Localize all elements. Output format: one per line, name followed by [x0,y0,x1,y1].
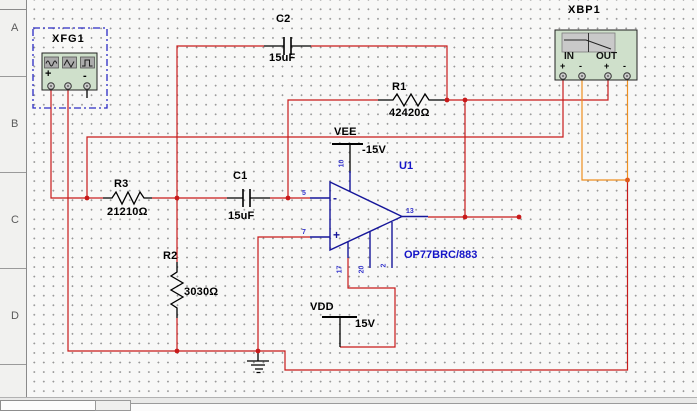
opamp-triangle[interactable] [329,180,404,252]
c1-ref[interactable]: C1 [233,170,248,182]
resistor-r1-symbol[interactable] [378,92,445,108]
vee-label[interactable]: VEE [334,126,357,138]
horizontal-scrollbar-thumb[interactable] [0,400,96,411]
opamp-minus-sign: - [333,191,337,205]
ground-symbol[interactable] [247,351,269,374]
xbp1-terminals[interactable] [559,72,631,80]
resistor-r2-symbol[interactable] [169,262,185,318]
ruler-tick [0,76,26,77]
wire-ground-rail[interactable] [67,89,629,371]
xfg1-sine-button[interactable] [44,56,59,69]
scrollbar-button[interactable] [95,400,131,411]
u1-pin-10: 10 [338,159,346,168]
capacitor-c2-symbol[interactable] [264,37,311,55]
u1-ref[interactable]: U1 [399,160,414,172]
opamp-plus-sign: + [333,228,341,242]
xfg1-label[interactable]: XFG1 [52,33,85,45]
xfg1-triangle-button[interactable] [62,56,77,69]
opamp-u1-symbol[interactable] [310,171,428,268]
u1-pin-7: 7 [302,229,306,236]
xbp1-out-plus-sign: + [604,61,610,71]
c2-ref[interactable]: C2 [276,13,291,25]
vee-value[interactable]: -15V [362,144,387,156]
xfg1-terminals[interactable] [47,82,91,90]
xbp1-in-minus-sign: - [579,61,582,71]
sheet-border-corner [0,9,27,10]
wire-junctions [84,97,630,354]
wire-output-net[interactable] [428,100,519,218]
wire-noninv-input[interactable] [257,236,310,351]
u1-pin-20: 20 [358,265,366,274]
wire-input-net[interactable] [50,80,564,199]
xbp1-label[interactable]: XBP1 [568,4,601,16]
c1-value[interactable]: 15uF [228,210,255,222]
r2-value[interactable]: 3030Ω [184,286,219,298]
xbp1-bode-curve [564,39,612,50]
sine-wave-icon [45,60,58,67]
xfg1-plus-sign: + [45,68,52,80]
capacitor-c1-symbol[interactable] [227,189,270,207]
r1-ref[interactable]: R1 [392,81,407,93]
xbp1-in-label: IN [564,51,574,62]
instrument-xfg1[interactable] [32,27,108,109]
u1-pin-17: 17 [336,265,344,274]
u1-part[interactable]: OP77BRC/883 [404,249,478,261]
u1-pin-2: 2 [380,263,388,268]
square-wave-icon [82,59,93,67]
vdd-label[interactable]: VDD [310,301,334,313]
u1-pin-13: 13 [406,208,414,215]
sheet-border-ruler: A B C D [0,0,27,398]
wire-bode-minus[interactable] [581,80,629,181]
xfg1-selection-box [32,27,108,109]
r3-ref[interactable]: R3 [114,178,129,190]
row-label-a: A [11,22,19,34]
instrument-xbp1[interactable] [554,29,638,81]
row-label-c: C [11,214,19,226]
row-label-d: D [11,310,19,322]
wire-vdd-loop[interactable] [340,258,396,348]
r3-value[interactable]: 21210Ω [107,206,148,218]
xbp1-out-minus-sign: - [623,61,626,71]
row-label-b: B [11,118,19,130]
u1-pin-5: 5 [302,190,306,197]
vdd-rail-symbol[interactable] [322,316,357,347]
r2-ref[interactable]: R2 [163,250,178,262]
xbp1-out-label: OUT [596,51,618,62]
vee-rail-symbol[interactable] [332,143,363,173]
xfg1-square-button[interactable] [80,56,95,69]
xfg1-minus-sign: - [83,70,87,82]
r1-value[interactable]: 42420Ω [389,107,430,119]
resistor-r3-symbol[interactable] [103,190,152,206]
xbp1-in-plus-sign: + [560,61,566,71]
ruler-tick [0,364,26,365]
ruler-tick [0,268,26,269]
bottom-bar [0,397,697,411]
c2-value[interactable]: 15uF [269,52,296,64]
horizontal-scrollbar-track[interactable] [130,403,697,411]
wire-c2-branch[interactable] [176,45,448,198]
wire-feedback-net[interactable] [287,80,609,198]
ruler-tick [0,172,26,173]
vdd-value[interactable]: 15V [355,318,376,330]
triangle-wave-icon [63,58,75,69]
